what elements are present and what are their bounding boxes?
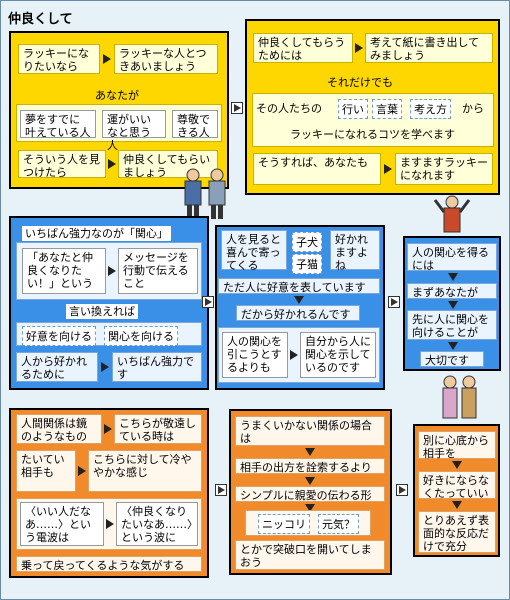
arrow-right	[355, 43, 363, 53]
label-just-that: それだけでも	[327, 76, 393, 89]
box-show-interest: 自分から人に関心を示しているのです	[300, 332, 376, 378]
box-thats-why: だから好かれるんです	[236, 305, 360, 321]
box-mirror: 人間関係は鏡のようなもの	[16, 414, 102, 444]
man-raising-hand-illustration	[433, 195, 471, 233]
box-not-deeply: 別に心底から相手を	[418, 431, 496, 460]
box-get-interest: 人の関心を得るには	[407, 243, 497, 272]
box-to-be-liked: 人から好かれるために	[16, 352, 98, 382]
tag-attention: 関心を向ける	[104, 326, 178, 346]
connector-arrow-icon	[388, 296, 400, 308]
people-talking-illustration	[184, 168, 226, 219]
box-comes-back: 乗って戻ってくるような気がする	[16, 556, 202, 572]
box-act-message: メッセージを行動で伝えること	[118, 248, 198, 294]
tag-puppy: 子犬	[292, 232, 322, 252]
box-surface-enough: とりあえず表面的な反応だけで充分	[418, 511, 496, 553]
box-dont-probe: 相手の出方を詮索するより	[235, 458, 385, 474]
box-cold: こちらに対して冷ややかな感じ	[88, 450, 202, 492]
box-nice-wave: 〈いい人だなあ……〉という電波は	[20, 502, 104, 546]
tag-how-are-you: 元気？	[318, 514, 359, 534]
label-in-other-words: 言い換えれば	[66, 304, 138, 319]
box-simple-affection: シンプルに親愛の伝わる形	[235, 486, 385, 502]
box-get-friendly: 仲良くしてもらいましょう	[118, 150, 218, 179]
box-most-powerful: いちばん強力です	[112, 352, 202, 382]
box-lucky-person: 運がいいなと思う人	[102, 110, 166, 152]
arrow-down	[452, 461, 462, 469]
box-to-get-friendly: 仲良くしてもらうためには	[253, 33, 353, 63]
box-bad-relationship: うまくいかない関係の場合は	[235, 416, 385, 446]
arrow-down	[448, 273, 458, 281]
arrow-down	[294, 296, 304, 304]
box-respected: 尊敬できる人	[172, 110, 218, 139]
arrow-down	[305, 504, 315, 512]
box-write-down: 考えて紙に書き出してみましょう	[365, 33, 493, 63]
box-other-too: たいてい相手も	[16, 450, 76, 492]
arrow-down	[305, 477, 315, 485]
box-no-need-to-like: 好きにならなくたっていい	[418, 471, 496, 500]
tag-words: 言葉	[372, 99, 402, 119]
arrow-right	[101, 362, 109, 372]
tag-actions: 行い	[338, 99, 368, 119]
heading-interest: いちばん強力なのが「関心」	[22, 226, 171, 241]
label-learn-luck: ラッキーになれるコツを学べます	[290, 128, 455, 141]
box-come-to-people: 人を見ると喜んで寄ってくる	[221, 230, 287, 272]
box-open-door: とかで突破口を開いてしまおう	[235, 540, 385, 570]
connector-arrow-icon	[215, 484, 227, 496]
box-dream-achieved: 夢をすでに叶えている人	[20, 110, 96, 139]
box-friendly-wave: 〈仲良くなりたいなあ……〉という波に	[116, 502, 198, 546]
tag-thinking: 考え方	[410, 99, 451, 119]
arrow-right	[78, 466, 86, 476]
couple-illustration	[442, 375, 477, 419]
box-you-first: まずあなたが	[407, 283, 497, 299]
box-important: 大切です	[420, 351, 484, 367]
arrow-right	[290, 350, 298, 360]
connector-arrow-icon	[231, 102, 243, 114]
arrow-right	[106, 519, 114, 529]
tag-smile: ニッコリ	[258, 514, 310, 534]
box-are-liked: 好かれますよね	[330, 230, 380, 272]
page-title: 仲良くして	[8, 12, 73, 27]
box-be-with-lucky: ラッキーな人とつきあいましょう	[114, 44, 218, 74]
arrow-right	[108, 159, 116, 169]
arrow-down	[448, 301, 458, 309]
box-find-them: そういう人を見つけたら	[18, 150, 106, 179]
arrow-right	[103, 54, 111, 64]
box-even-luckier: ますますラッキーになれます	[395, 153, 493, 185]
box-then-you: そうすれば、あなたも	[253, 153, 381, 185]
arrow-down	[448, 342, 458, 350]
arrow-right	[384, 164, 392, 174]
label-their: その人たちの	[256, 102, 322, 115]
arrow-down	[305, 448, 315, 456]
box-attract-interest: 人の関心を引こうとするよりも	[222, 332, 288, 378]
box-keep-distance: こちらが敬遠している時は	[114, 414, 202, 444]
arrow-right	[108, 266, 116, 276]
box-show-interest-first: 先に人に関心を向けることが	[407, 310, 497, 340]
box-want-luck: ラッキーになりたいなら	[18, 44, 100, 74]
connector-arrow-icon	[396, 484, 408, 496]
label-you: あなたが	[95, 89, 139, 102]
box-want-friends: 「あなたと仲良くなりたい！」という	[22, 248, 106, 294]
tag-kitten: 子猫	[292, 254, 322, 274]
connector-arrow-icon	[202, 296, 214, 308]
box-show-goodwill: ただ人に好意を表しています	[218, 278, 380, 294]
arrow-right	[104, 424, 112, 434]
tag-goodwill: 好意を向ける	[22, 326, 96, 346]
label-from: から	[462, 102, 484, 115]
arrow-down	[452, 501, 462, 509]
